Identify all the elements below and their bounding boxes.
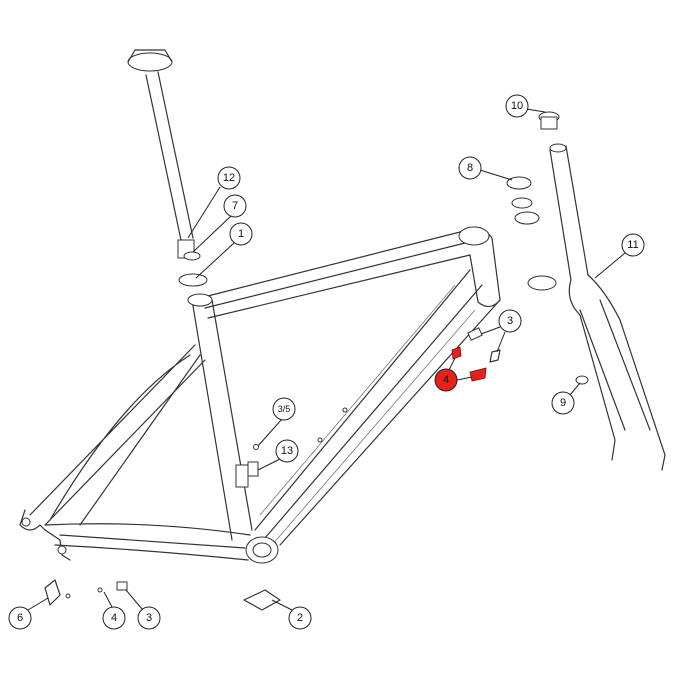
callout-11: 11: [621, 233, 645, 257]
callout-7: 7: [223, 194, 247, 218]
callout-1: 1: [229, 222, 253, 246]
svg-text:2: 2: [297, 612, 303, 624]
highlighted-part-4b: [469, 367, 487, 382]
callout-4-dropout: 4: [102, 606, 126, 630]
callout-3-dropout: 3: [137, 606, 161, 630]
callout-2: 2: [288, 606, 312, 630]
callout-8: 8: [458, 156, 482, 180]
callout-9: 9: [551, 391, 575, 415]
svg-text:13: 13: [281, 445, 293, 457]
svg-text:10: 10: [511, 100, 523, 112]
seat-clamp: [178, 273, 208, 287]
svg-text:3: 3: [507, 315, 513, 327]
svg-text:9: 9: [560, 397, 566, 409]
svg-text:7: 7: [232, 200, 238, 212]
leader-lines: [27, 105, 626, 611]
svg-text:4: 4: [111, 612, 117, 624]
callout-4-highlighted: 4: [434, 368, 458, 392]
callout-12: 12: [217, 166, 241, 190]
svg-text:3/5: 3/5: [278, 404, 291, 414]
svg-text:11: 11: [627, 239, 638, 251]
svg-text:12: 12: [223, 172, 235, 184]
svg-text:1: 1: [238, 228, 244, 240]
svg-text:3: 3: [146, 612, 152, 624]
callout-3-headtube: 3: [498, 309, 522, 333]
fork: [549, 143, 666, 471]
small-parts: [44, 251, 589, 611]
callout-13: 13: [275, 439, 299, 463]
svg-text:8: 8: [467, 162, 473, 174]
headset-parts: [506, 111, 560, 291]
frame: [19, 226, 501, 564]
callout-6: 6: [8, 606, 32, 630]
callout-10: 10: [505, 94, 529, 118]
svg-text:6: 6: [17, 612, 23, 624]
callout-3-5: 3/5: [272, 397, 296, 421]
seatpost: [127, 49, 195, 259]
highlighted-part-4a: [451, 346, 462, 360]
svg-text:4: 4: [443, 374, 449, 386]
